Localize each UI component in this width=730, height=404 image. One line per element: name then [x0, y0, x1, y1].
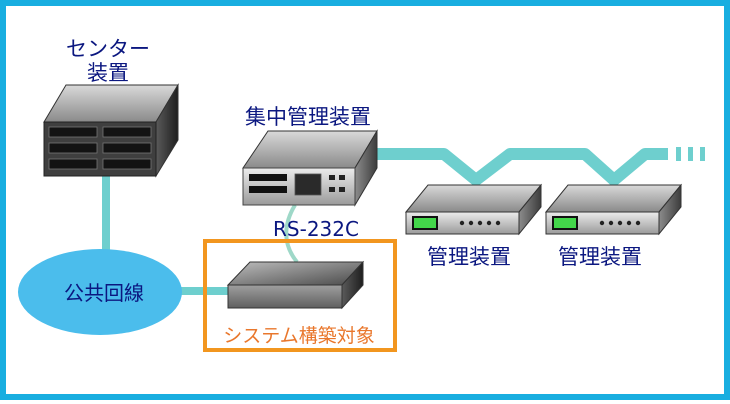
managed-device-2-label: 管理装置	[558, 245, 642, 269]
public-network-cloud	[18, 249, 182, 335]
lcd-display	[552, 216, 578, 230]
managed-device-2	[544, 183, 683, 236]
center-device-label-line1: センター	[66, 37, 150, 61]
center-device-label-line2: 装置	[87, 61, 129, 85]
managed-device-1-label: 管理装置	[427, 245, 511, 269]
center-device	[43, 83, 179, 178]
lcd-display	[412, 216, 438, 230]
backbone-continuation-dashes	[676, 147, 705, 161]
public-network-label: 公共回線	[64, 281, 144, 305]
target-device	[226, 260, 365, 310]
backbone-link	[375, 148, 668, 186]
system-scope-label: システム構築対象	[223, 325, 374, 347]
rs232c-label: RS-232C	[273, 217, 359, 241]
system-scope-box	[203, 239, 397, 352]
central-management-device	[242, 129, 378, 207]
connection-lines	[102, 147, 705, 295]
rs232c-cable	[284, 203, 299, 264]
managed-device-1	[404, 183, 543, 236]
central-management-label: 集中管理装置	[245, 105, 371, 129]
